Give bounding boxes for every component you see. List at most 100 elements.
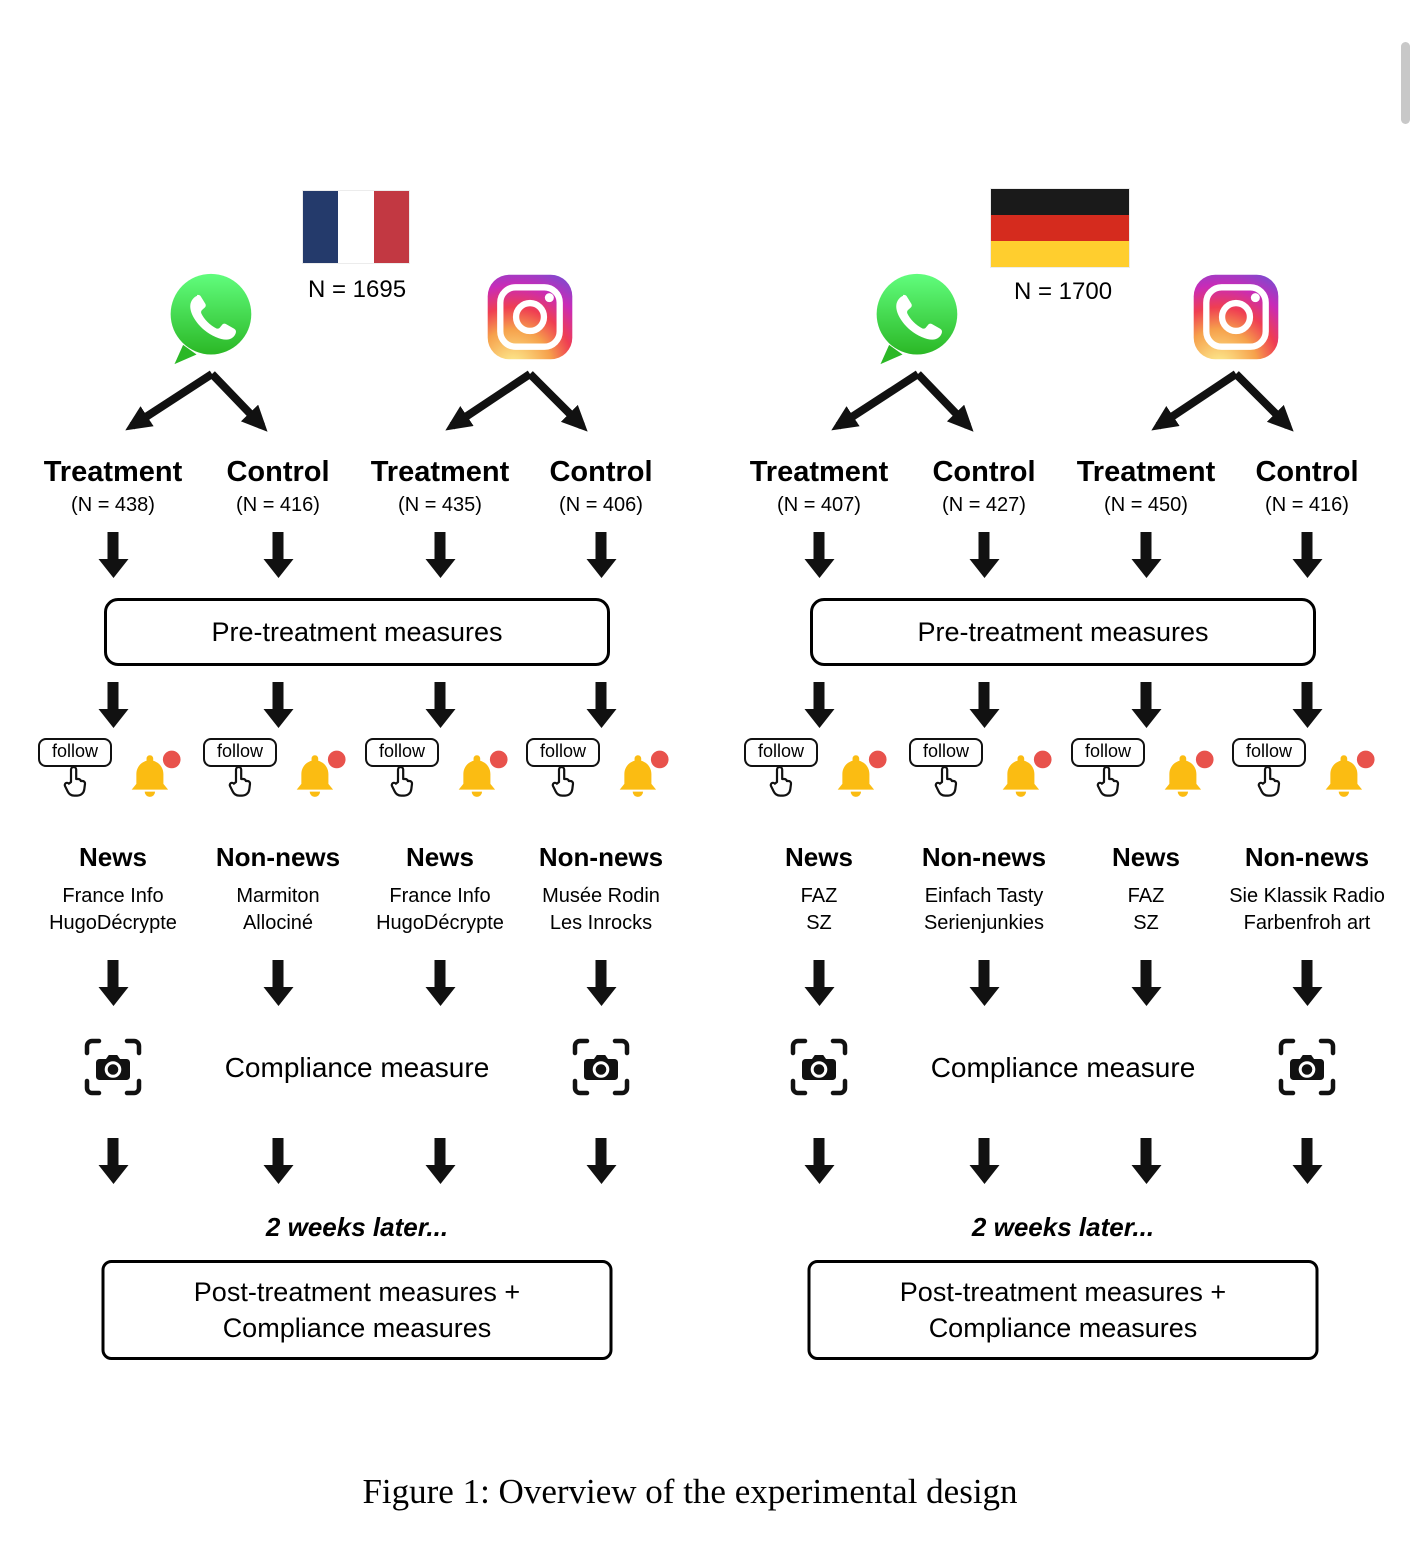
down-arrow-icon — [978, 960, 990, 987]
down-arrow-icon — [595, 1138, 607, 1165]
post-treatment-box: Post-treatment measures + Compliance mea… — [101, 1260, 613, 1360]
pre-treatment-box: Pre-treatment measures — [104, 598, 610, 666]
down-arrow-icon — [813, 1138, 825, 1165]
condition-type-label: News — [79, 842, 147, 872]
down-arrow-icon — [272, 960, 284, 987]
notification-bell-icon — [1002, 750, 1052, 797]
camera-compliance-icon — [1278, 1038, 1336, 1096]
down-arrow-icon — [1140, 682, 1152, 709]
channel-names: Einfach Tasty Serienjunkies — [884, 883, 1084, 937]
condition-type-label: Non-news — [538, 842, 664, 872]
whatsapp-icon — [868, 268, 964, 368]
germany-flag-icon — [990, 188, 1130, 268]
follow-button: follow — [203, 738, 278, 767]
post-treatment-line: Post-treatment measures + — [193, 1277, 521, 1307]
france-panel: N = 1695 — [0, 180, 706, 1390]
group-n-label: (N = 406) — [559, 494, 643, 516]
group-label: Treatment — [370, 456, 510, 488]
down-arrow-icon — [978, 532, 990, 559]
notification-bell-icon — [1164, 750, 1214, 797]
group-label: Control — [1255, 456, 1359, 488]
down-arrow-icon — [813, 532, 825, 559]
instagram-icon — [1191, 272, 1281, 362]
down-arrow-icon — [107, 682, 119, 709]
delay-label: 2 weeks later... — [265, 1212, 449, 1242]
down-arrow-icon — [272, 1138, 284, 1165]
channel-names: Marmiton Allociné — [178, 883, 378, 937]
notification-bell-icon — [1325, 750, 1375, 797]
france-flag-icon — [302, 190, 410, 264]
flag-stripe — [991, 241, 1129, 267]
camera-compliance-icon — [790, 1038, 848, 1096]
group-n-label: (N = 416) — [1265, 494, 1349, 516]
follow-button: follow — [1232, 738, 1307, 767]
flag-stripe — [991, 215, 1129, 241]
follow-button: follow — [365, 738, 440, 767]
flag-stripe — [373, 191, 409, 263]
down-arrow-icon — [595, 532, 607, 559]
channel-line: SZ — [1133, 912, 1159, 934]
channel-line: FAZ — [1127, 885, 1165, 907]
channel-line: Les Inrocks — [549, 912, 653, 934]
down-arrow-icon — [1301, 532, 1313, 559]
post-treatment-line: Post-treatment measures + — [899, 1277, 1227, 1307]
down-arrow-icon — [434, 682, 446, 709]
notification-bell-icon — [131, 750, 181, 797]
group-label: Control — [226, 456, 330, 488]
scrollbar[interactable] — [1401, 42, 1410, 124]
figure-caption: Figure 1: Overview of the experimental d… — [362, 1472, 1018, 1511]
group-n-label: (N = 450) — [1104, 494, 1188, 516]
follow-cluster: follow — [909, 738, 1059, 832]
group-label: Control — [549, 456, 653, 488]
channel-line: HugoDécrypte — [49, 912, 177, 934]
tap-hand-icon — [934, 765, 958, 797]
sample-size-label: N = 1700 — [1013, 278, 1113, 305]
down-arrow-icon — [978, 682, 990, 709]
compliance-label: Compliance measure — [224, 1052, 490, 1083]
channel-names: Sie Klassik Radio Farbenfroh art — [1207, 883, 1407, 937]
post-treatment-line: Compliance measures — [928, 1313, 1198, 1343]
down-arrow-icon — [272, 532, 284, 559]
channel-line: HugoDécrypte — [376, 912, 504, 934]
flag-stripe — [303, 191, 339, 263]
follow-cluster: follow — [744, 738, 894, 832]
channel-names: FAZ SZ — [1046, 883, 1246, 937]
germany-panel: N = 1700 — [706, 180, 1412, 1390]
down-arrow-icon — [595, 682, 607, 709]
down-arrow-icon — [107, 532, 119, 559]
channel-line: France Info — [62, 885, 164, 907]
follow-button: follow — [526, 738, 601, 767]
down-arrow-icon — [1301, 960, 1313, 987]
follow-button: follow — [744, 738, 819, 767]
condition-type-label: Non-news — [921, 842, 1047, 872]
instagram-icon — [485, 272, 575, 362]
notification-bell-icon — [619, 750, 669, 797]
channel-line: Marmiton — [236, 885, 320, 907]
channel-names: FAZ SZ — [719, 883, 919, 937]
follow-cluster: follow — [1232, 738, 1382, 832]
channel-line: Serienjunkies — [923, 912, 1045, 934]
tap-hand-icon — [1096, 765, 1120, 797]
follow-cluster: follow — [203, 738, 353, 832]
down-arrow-icon — [434, 532, 446, 559]
condition-type-label: Non-news — [215, 842, 341, 872]
tap-hand-icon — [1257, 765, 1281, 797]
group-n-label: (N = 438) — [71, 494, 155, 516]
notification-bell-icon — [458, 750, 508, 797]
channel-line: Allociné — [242, 912, 314, 934]
down-arrow-icon — [107, 960, 119, 987]
camera-compliance-icon — [84, 1038, 142, 1096]
compliance-label: Compliance measure — [930, 1052, 1196, 1083]
down-arrow-icon — [434, 960, 446, 987]
pre-treatment-box: Pre-treatment measures — [810, 598, 1316, 666]
group-n-label: (N = 427) — [942, 494, 1026, 516]
tap-hand-icon — [390, 765, 414, 797]
branch-arrows — [831, 370, 1294, 432]
notification-bell-icon — [296, 750, 346, 797]
tap-hand-icon — [769, 765, 793, 797]
down-arrow-icon — [978, 1138, 990, 1165]
follow-cluster: follow — [365, 738, 515, 832]
tap-hand-icon — [551, 765, 575, 797]
down-arrow-icon — [272, 682, 284, 709]
